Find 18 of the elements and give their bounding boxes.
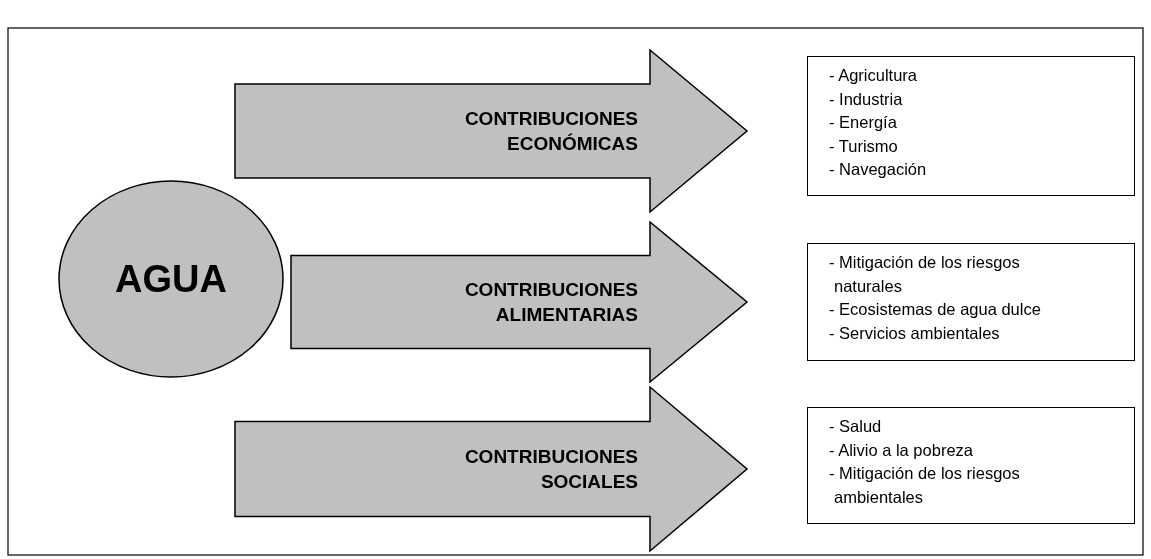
list-box [807,243,1135,361]
list-item: - Ecosistemas de agua dulce [829,299,1042,320]
list-item: - Agricultura [829,65,919,86]
list-item: - Mitigación de los riesgos naturales [829,252,1021,297]
list-item: - Alivio a la pobreza [829,439,974,461]
ellipse-label: AGUA [114,257,228,301]
list-item: - Industria [829,88,904,110]
list-item: - Salud [829,416,883,437]
list-box [807,56,1135,196]
list-box [807,407,1135,524]
list-item: - Turismo [829,135,899,157]
list-item: - Navegación [829,159,928,180]
arrow-label: CONTRIBUCIONES ECONÓMICAS [463,107,638,156]
list-item: - Mitigación de los riesgos ambientales [829,463,1021,508]
list-item: - Energía [829,112,898,133]
arrow-label: CONTRIBUCIONES ALIMENTARIAS [463,278,638,327]
arrow-label: CONTRIBUCIONES SOCIALES [463,445,638,494]
list-item: - Servicios ambientales [829,322,1001,344]
